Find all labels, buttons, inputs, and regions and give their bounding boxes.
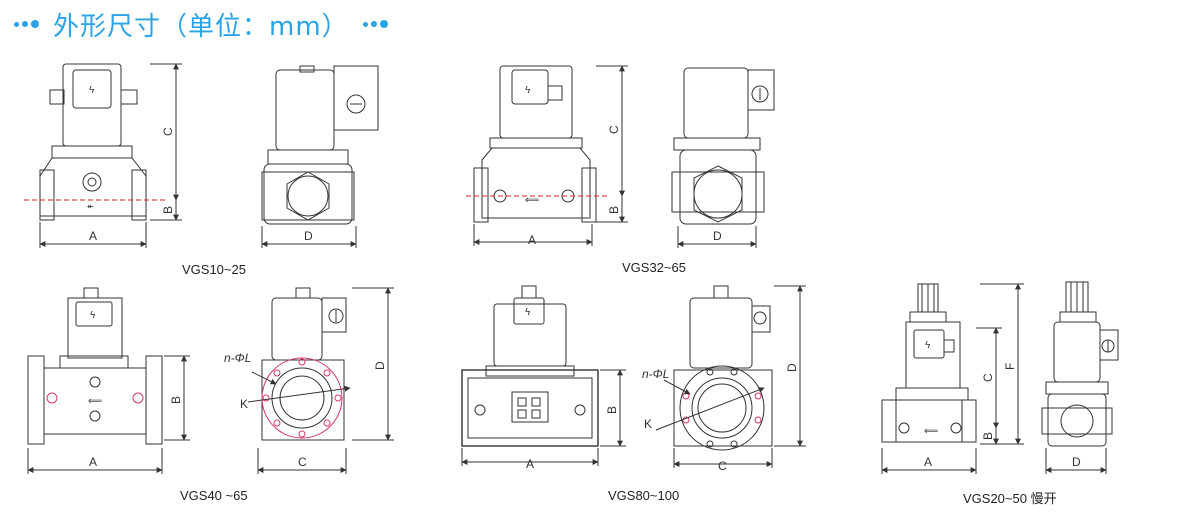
- vgs20-50-dim-d: D: [1072, 455, 1081, 469]
- caption-vgs32-65: VGS32~65: [622, 260, 686, 275]
- vgs40-65-front-view: ϟ ⟸: [27, 287, 190, 474]
- vgs20-50-side-view: [1041, 281, 1119, 474]
- vgs20-50-dim-a: A: [924, 455, 932, 469]
- vgs80-100-dim-a: A: [526, 457, 534, 471]
- svg-text:⟸: ⟸: [924, 426, 938, 437]
- vgs10-25-dim-c: C: [161, 127, 175, 136]
- vgs40-65-dim-d: D: [373, 361, 387, 370]
- header-dots-right: [362, 20, 388, 28]
- vgs40-65-dim-c: C: [298, 455, 307, 469]
- vgs10-25-side-view: [261, 65, 379, 248]
- vgs40-65-dim-b: B: [169, 396, 183, 404]
- svg-text:ϟ: ϟ: [89, 85, 95, 96]
- caption-vgs80-100: VGS80~100: [608, 488, 680, 503]
- vgs10-25-dim-a: A: [89, 229, 97, 243]
- svg-text:↞: ↞: [87, 202, 94, 211]
- vgs20-50-dim-c: C: [981, 373, 995, 382]
- vgs32-65-dim-a: A: [528, 233, 536, 247]
- header-dots-left: [14, 20, 39, 28]
- vgs40-65-dim-a: A: [89, 455, 97, 469]
- vgs40-65-side-view: [247, 287, 394, 474]
- vgs32-65-dim-c: C: [607, 125, 621, 134]
- caption-vgs10-25: VGS10~25: [182, 262, 246, 277]
- caption-vgs20-50: VGS20~50 慢开: [963, 491, 1057, 506]
- vgs80-100-dim-c: C: [718, 459, 727, 473]
- svg-text:ϟ: ϟ: [525, 307, 531, 318]
- vgs80-100-dim-b: B: [605, 406, 619, 414]
- vgs10-25-dim-d: D: [304, 229, 313, 243]
- vgs32-65-dim-b: B: [607, 206, 621, 214]
- vgs10-25-dim-b: B: [161, 206, 175, 214]
- vgs32-65-side-view: [671, 67, 775, 248]
- vgs80-100-dim-k: K: [644, 417, 652, 431]
- svg-text:⟸: ⟸: [88, 396, 102, 407]
- vgs20-50-dim-b: B: [981, 432, 995, 440]
- section-header: 外形尺寸（单位：mm）: [14, 6, 388, 42]
- vgs40-65-dim-n: n-ΦL: [224, 351, 251, 365]
- page-title: 外形尺寸（单位：mm）: [53, 11, 349, 42]
- vgs10-25-front-view: ϟ ↞: [24, 63, 182, 248]
- vgs40-65-dim-k: K: [240, 397, 248, 411]
- vgs32-65-front-view: ϟ ⟸: [466, 65, 628, 246]
- vgs32-65-dim-d: D: [713, 229, 722, 243]
- vgs80-100-dim-n: n-ΦL: [642, 367, 669, 381]
- caption-vgs40-65: VGS40 ~65: [180, 488, 248, 503]
- svg-text:ϟ: ϟ: [90, 310, 96, 321]
- vgs20-50-dim-f: F: [1003, 363, 1017, 370]
- svg-text:⟸: ⟸: [525, 195, 539, 206]
- svg-text:ϟ: ϟ: [925, 340, 931, 351]
- vgs20-50-front-view: ϟ ⟸: [881, 283, 1024, 474]
- vgs80-100-side-view: [655, 285, 806, 468]
- svg-text:ϟ: ϟ: [525, 85, 531, 96]
- vgs80-100-front-view: ϟ: [461, 285, 626, 466]
- vgs80-100-dim-d: D: [785, 363, 799, 372]
